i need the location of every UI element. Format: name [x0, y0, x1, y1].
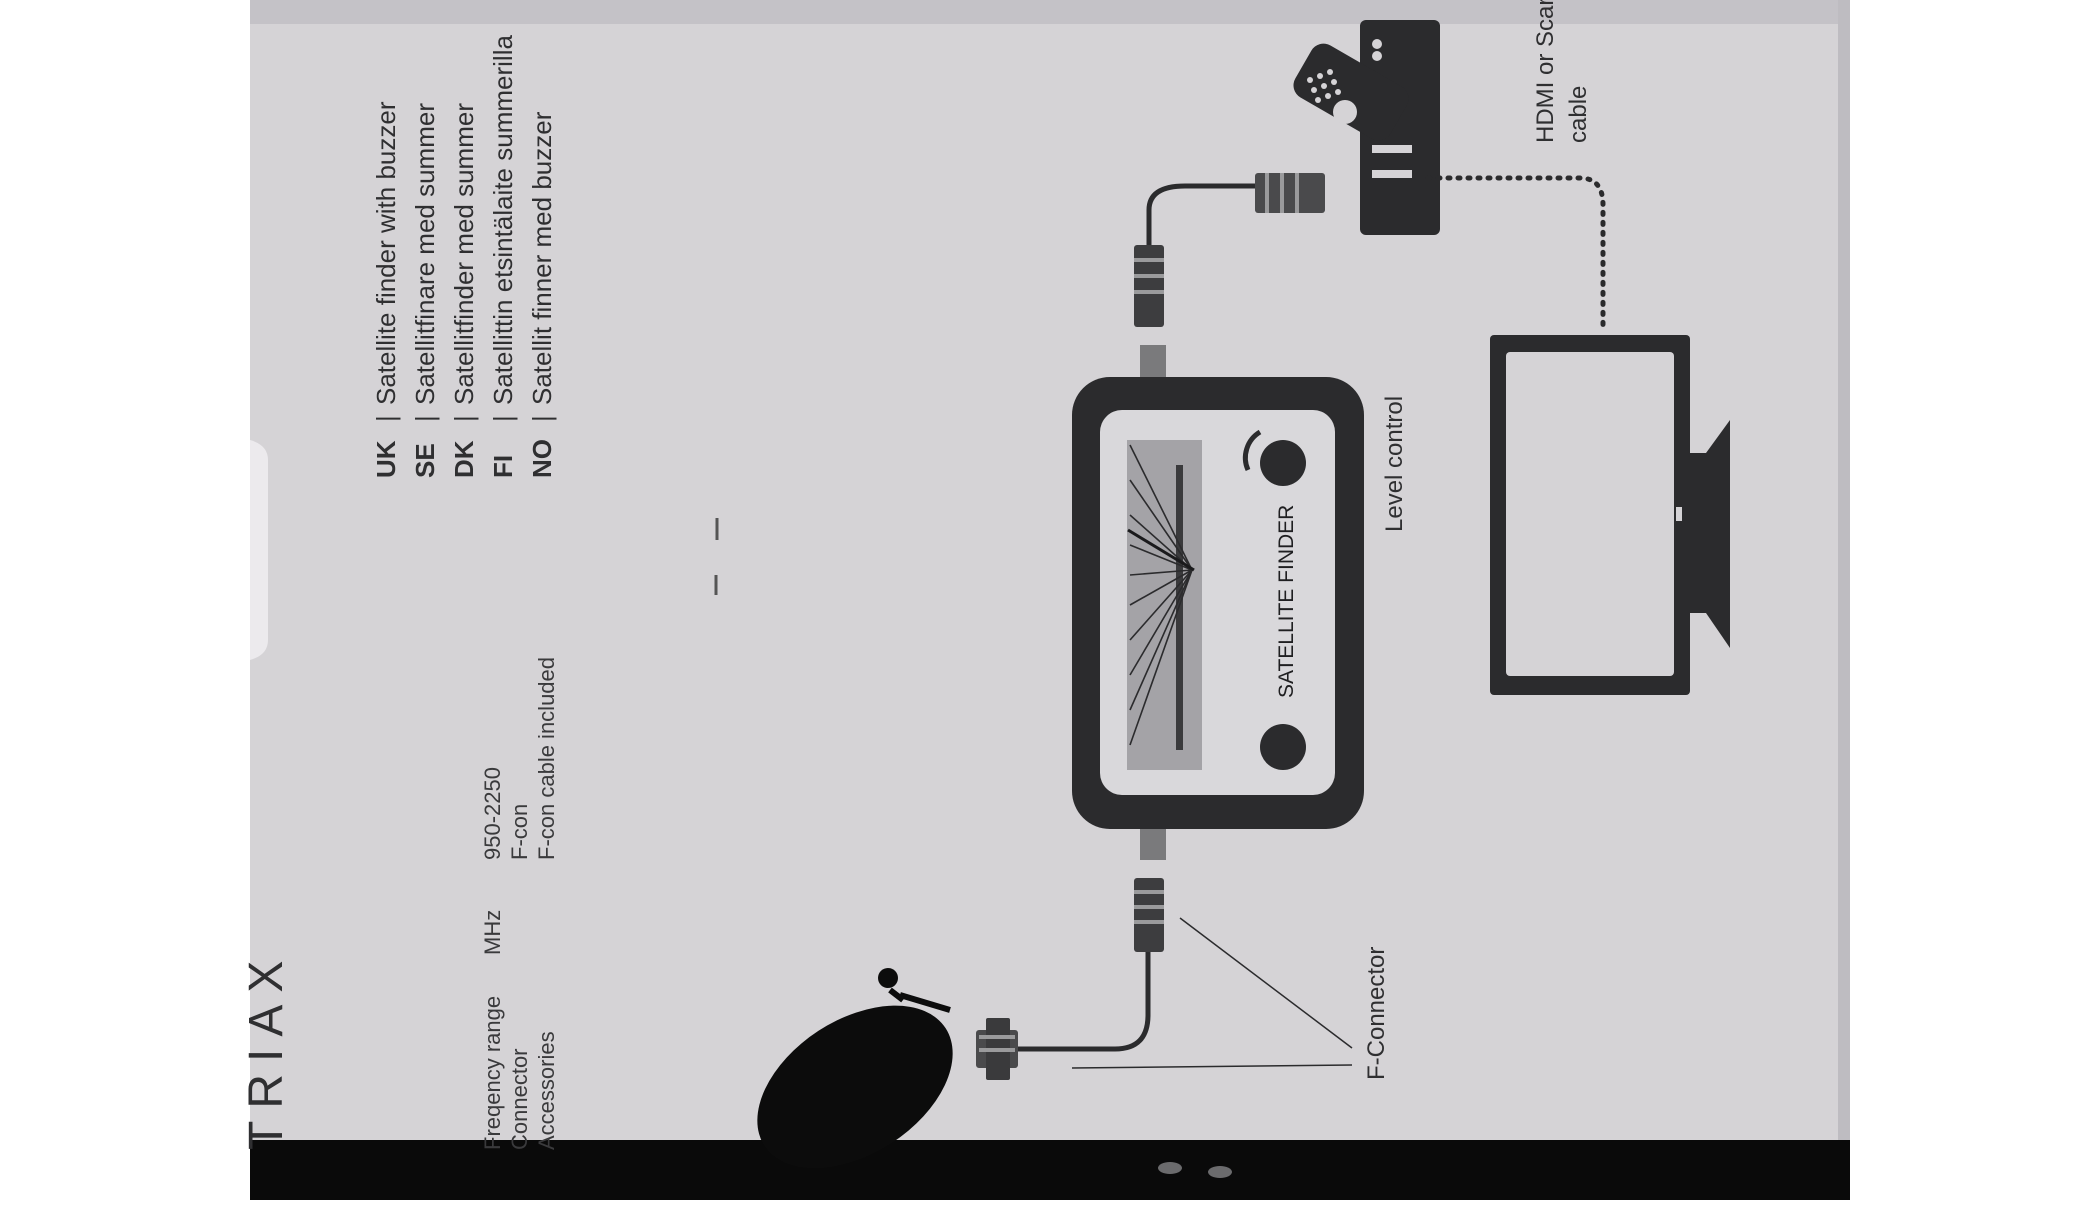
hdmi-label-line2: cable	[1565, 86, 1592, 143]
brand-logo: TRIAX	[240, 949, 293, 1150]
title-sep-no: |	[527, 415, 557, 422]
spec-label-freq: Freqency range	[480, 996, 505, 1150]
satellite-finder-device: SATELLITE FINDER	[1072, 345, 1364, 860]
spec-value-accessories: F-con cable included	[534, 657, 559, 860]
hdmi-cable	[1425, 175, 1606, 333]
right-edge	[1838, 0, 1850, 1140]
remote-control-icon	[1293, 43, 1409, 141]
input-cable	[976, 878, 1164, 1080]
f-connector-callout: F-Connector	[1071, 917, 1390, 1080]
top-strip	[250, 0, 1850, 24]
title-sep-uk: |	[371, 415, 401, 422]
title-sep-dk: |	[449, 415, 479, 422]
power-knob	[1260, 724, 1306, 770]
title-text-dk: Satellitfinder med summer	[449, 103, 479, 405]
spec-value-freq: 950-2250	[480, 767, 505, 860]
title-code-fi: FI	[488, 455, 518, 478]
output-cable	[1134, 173, 1325, 327]
title-code-se: SE	[410, 443, 440, 478]
title-text-fi: Satellittin etsintälaite summerilla	[488, 35, 518, 405]
spec-label-accessories: Accessories	[534, 1031, 559, 1150]
dot	[1208, 1166, 1232, 1178]
title-text-no: Satellit finner med buzzer	[527, 111, 557, 405]
title-list: UK | Satellite finder with buzzer SE | S…	[371, 35, 557, 478]
satellite-dish-icon	[757, 968, 953, 1169]
hdmi-label-line1: HDMI or Scar	[1532, 0, 1559, 143]
spec-list: Freqency range Connector Accessories MHz…	[480, 657, 559, 1150]
title-text-se: Satellitfinare med summer	[410, 103, 440, 405]
title-code-no: NO	[527, 439, 557, 478]
spec-unit-freq: MHz	[480, 910, 505, 955]
spec-value-connector: F-con	[507, 804, 532, 860]
title-sep-fi: |	[488, 415, 518, 422]
level-control-knob	[1242, 429, 1306, 486]
title-text-uk: Satellite finder with buzzer	[371, 101, 401, 405]
spec-label-connector: Connector	[507, 1048, 532, 1150]
bottom-black-bar	[250, 1140, 1850, 1200]
title-code-uk: UK	[371, 440, 401, 478]
tv-icon	[1490, 335, 1730, 695]
level-control-label: Level control	[1381, 396, 1408, 532]
receiver-icon	[1360, 20, 1440, 235]
title-sep-se: |	[410, 415, 440, 422]
f-connector-label: F-Connector	[1363, 947, 1390, 1080]
title-code-dk: DK	[449, 440, 479, 478]
dot	[1158, 1162, 1182, 1174]
device-label: SATELLITE FINDER	[1275, 505, 1298, 698]
hanger-cutout	[250, 440, 268, 660]
